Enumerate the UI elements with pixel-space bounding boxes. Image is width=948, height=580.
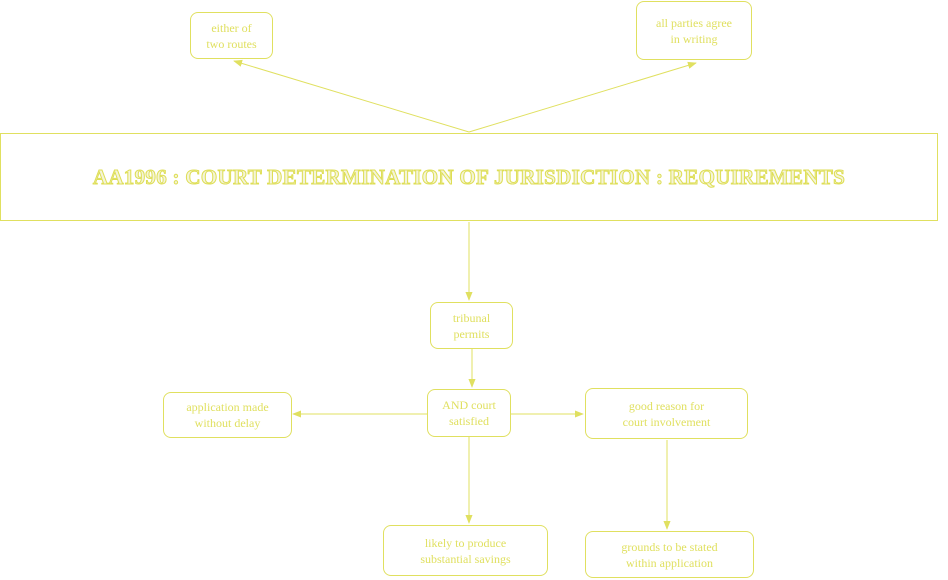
node-savings: likely to produce substantial savings [383,525,548,576]
diagram-title: AA1996 : COURT DETERMINATION OF JURISDIC… [92,164,846,189]
node-good-reason: good reason for court involvement [585,388,748,439]
node-without-delay: application made without delay [163,392,292,438]
title-box: AA1996 : COURT DETERMINATION OF JURISDIC… [0,133,938,221]
node-court-satisfied: AND court satisfied [427,389,511,437]
node-grounds-stated: grounds to be stated within application [585,531,754,578]
node-tribunal-permits: tribunal permits [430,302,513,349]
arrow-title-to-parties [468,61,697,133]
node-either-routes: either of two routes [190,12,273,59]
arrow-title-to-either [233,59,470,133]
node-parties-agree: all parties agree in writing [636,1,752,60]
